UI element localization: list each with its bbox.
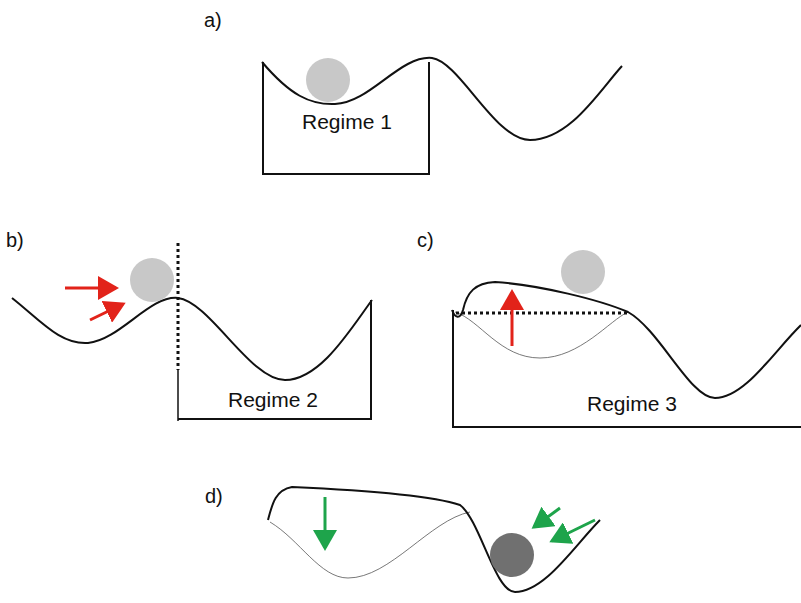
regime-box: Regime 1 [262,62,430,175]
regime-box: Regime 3 [452,310,801,428]
regime-label: Regime 3 [587,392,677,416]
panel-letter: b) [6,228,24,252]
regime-label: Regime 1 [302,110,392,134]
regime-label: Regime 2 [228,388,318,412]
panel-letter: c) [417,228,434,252]
panel-letter: a) [204,8,222,32]
panel-letter: d) [205,484,223,508]
regime-box: Regime 2 [178,300,372,420]
